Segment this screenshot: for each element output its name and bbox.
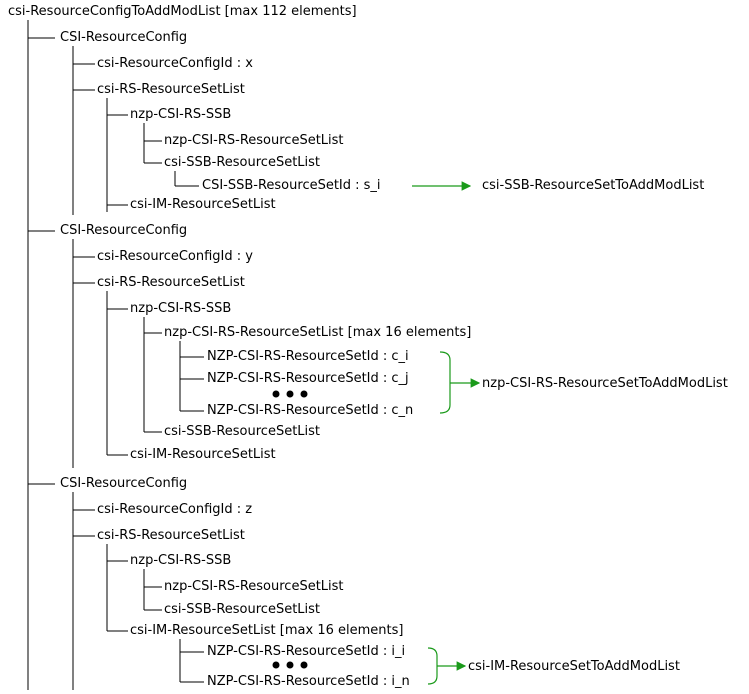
block2-nzp-target-label: nzp-CSI-RS-ResourceSetToAddModList bbox=[482, 376, 728, 391]
block2-rs-set-list-label: csi-RS-ResourceSetList bbox=[97, 275, 245, 290]
block1-nzp-ssb-label: nzp-CSI-RS-SSB bbox=[130, 107, 232, 122]
block3-rs-set-list-label: csi-RS-ResourceSetList bbox=[97, 528, 245, 543]
block2-nzp-ssb-label: nzp-CSI-RS-SSB bbox=[130, 301, 232, 316]
block2-nzp-id-n-label: NZP-CSI-RS-ResourceSetId : c_n bbox=[207, 403, 414, 418]
block2-ellipsis-dot-2 bbox=[286, 390, 294, 398]
block2-nzp-id-j-label: NZP-CSI-RS-ResourceSetId : c_j bbox=[207, 371, 409, 386]
block3-nzp-ssb-label: nzp-CSI-RS-SSB bbox=[130, 553, 232, 568]
block2-config-id-label: csi-ResourceConfigId : y bbox=[97, 249, 253, 264]
block1-config-id-label: csi-ResourceConfigId : x bbox=[97, 56, 253, 71]
block1-nzp-set-list-label: nzp-CSI-RS-ResourceSetList bbox=[164, 133, 344, 148]
block3-im-brace bbox=[427, 647, 438, 685]
block3-config-id-label: csi-ResourceConfigId : z bbox=[97, 502, 253, 517]
block1-rs-set-list-label: csi-RS-ResourceSetList bbox=[97, 82, 245, 97]
block1-config-label: CSI-ResourceConfig bbox=[60, 30, 188, 45]
block3-ellipsis-dot-1 bbox=[272, 661, 280, 669]
block3-ssb-set-list-label: csi-SSB-ResourceSetList bbox=[164, 602, 321, 617]
block1-ssb-set-list-label: csi-SSB-ResourceSetList bbox=[164, 155, 321, 170]
block1-im-set-list-label: csi-IM-ResourceSetList bbox=[130, 197, 276, 212]
block2-nzp-set-list-label: nzp-CSI-RS-ResourceSetList [max 16 eleme… bbox=[164, 325, 472, 340]
block2-ssb-set-list-label: csi-SSB-ResourceSetList bbox=[164, 424, 321, 439]
block3-im-target-label: csi-IM-ResourceSetToAddModList bbox=[468, 659, 680, 674]
block2-config-label: CSI-ResourceConfig bbox=[60, 223, 188, 238]
block1-ssb-set-id-label: CSI-SSB-ResourceSetId : s_i bbox=[202, 178, 381, 193]
block2-ellipsis-dot-3 bbox=[300, 390, 308, 398]
block2-im-set-list-label: csi-IM-ResourceSetList bbox=[130, 447, 276, 462]
block3-im-set-list-label: csi-IM-ResourceSetList [max 16 elements] bbox=[130, 623, 404, 638]
block2-nzp-brace bbox=[439, 351, 451, 414]
block1-ssb-target-label: csi-SSB-ResourceSetToAddModList bbox=[482, 178, 705, 193]
block2-ellipsis-dot-1 bbox=[272, 390, 280, 398]
block2-nzp-id-i-label: NZP-CSI-RS-ResourceSetId : c_i bbox=[207, 349, 409, 364]
block3-im-id-n-label: NZP-CSI-RS-ResourceSetId : i_n bbox=[207, 674, 410, 689]
block3-ellipsis-dot-2 bbox=[286, 661, 294, 669]
block3-im-id-i-label: NZP-CSI-RS-ResourceSetId : i_i bbox=[207, 644, 406, 659]
root-label: csi-ResourceConfigToAddModList [max 112 … bbox=[8, 4, 357, 19]
block3-ellipsis-dot-3 bbox=[300, 661, 308, 669]
block3-nzp-set-list-label: nzp-CSI-RS-ResourceSetList bbox=[164, 579, 344, 594]
block3-config-label: CSI-ResourceConfig bbox=[60, 476, 188, 491]
